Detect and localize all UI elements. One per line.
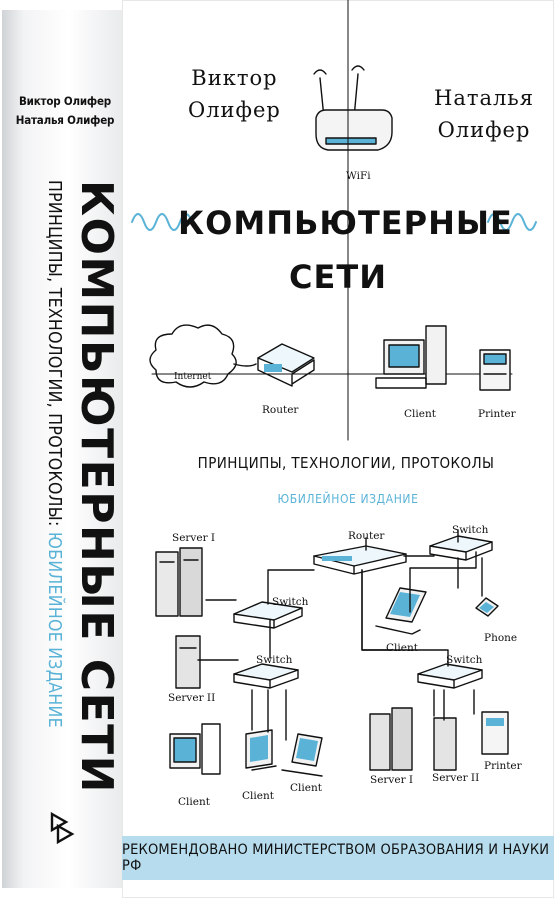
client-computer-icon-3 — [245, 729, 277, 771]
wifi-router-icon — [313, 65, 393, 151]
client-label-laptop: Client — [386, 642, 418, 654]
book-spine: Виктор Олифер Наталья Олифер — [2, 10, 123, 888]
server1-label-bottom: Server I — [370, 774, 414, 786]
cover-author-left: Виктор Олифер — [188, 62, 281, 126]
router-icon — [257, 343, 315, 387]
server-rack-icon-4 — [433, 717, 457, 771]
server-rack-icon-3 — [369, 707, 413, 771]
book-subtitle: ПРИНЦИПЫ, ТЕХНОЛОГИИ, ПРОТОКОЛЫ — [197, 454, 495, 472]
spine-author-2: Наталья Олифер — [15, 113, 115, 127]
phone-label: Phone — [484, 632, 518, 644]
printer-icon-2 — [481, 711, 509, 755]
laptop-icon-2 — [281, 733, 323, 777]
switch-icon-4 — [417, 663, 483, 689]
switch-label-mid-right: Switch — [446, 654, 483, 666]
client-computer-icon — [375, 325, 447, 389]
wave-decoration — [131, 213, 537, 231]
book-title: КОМПЬЮТЕРНЫЕ СЕТИ — [178, 196, 513, 304]
internet-cloud-icon — [149, 324, 237, 388]
switch-label-mid-left: Switch — [256, 654, 293, 666]
author-right-last: Олифер — [437, 118, 531, 142]
spine-author-1: Виктор Олифер — [19, 94, 111, 108]
client-label-bottom-2: Client — [242, 790, 274, 802]
switch-icon-1 — [233, 601, 303, 629]
server-rack-icon — [155, 547, 203, 617]
router-label: Router — [262, 404, 299, 416]
client-computer-icon-2 — [169, 723, 221, 775]
recommendation-band: РЕКОМЕНДОВАНО МИНИСТЕРСТВОМ ОБРАЗОВАНИЯ … — [122, 836, 554, 880]
printer-label: Printer — [478, 408, 516, 420]
server1-label: Server I — [172, 532, 216, 544]
publisher-logo-icon — [50, 811, 75, 845]
server-rack-icon-2 — [175, 635, 201, 689]
book-title-line-1: КОМПЬЮТЕРНЫЕ — [178, 204, 513, 242]
printer-icon — [479, 349, 511, 391]
spine-subtitle-edition: ЮБИЛЕЙНОЕ ИЗДАНИЕ — [44, 531, 64, 728]
author-left-first: Виктор — [191, 66, 278, 90]
server2-label-bottom: Server II — [432, 772, 480, 784]
spine-subtitle-main: ПРИНЦИПЫ, ТЕХНОЛОГИИ, ПРОТОКОЛЫ: — [44, 180, 64, 527]
laptop-icon — [375, 587, 427, 635]
cover-illustration — [131, 0, 537, 777]
spine-title: КОМПЬЮТЕРНЫЕ СЕТИ — [71, 180, 122, 794]
phone-icon — [475, 597, 499, 617]
front-cover: Виктор Олифер Наталья Олифер WiFi Intern… — [122, 0, 554, 898]
switch-icon-3 — [233, 663, 299, 689]
client-label: Client — [404, 408, 436, 420]
author-left-last: Олифер — [188, 98, 281, 122]
router-bottom-icon — [313, 545, 407, 575]
router-bottom-label: Router — [348, 530, 385, 542]
internet-label: Internet — [174, 372, 212, 382]
cover-author-right: Наталья Олифер — [434, 82, 534, 146]
recommendation-text: РЕКОМЕНДОВАНО МИНИСТЕРСТВОМ ОБРАЗОВАНИЯ … — [122, 842, 550, 874]
author-right-first: Наталья — [434, 86, 534, 110]
wifi-label: WiFi — [346, 170, 371, 182]
switch-label-left: Switch — [272, 596, 309, 608]
server2-label: Server II — [168, 692, 216, 704]
spine-rotated-text: КОМПЬЮТЕРНЫЕ СЕТИ ПРИНЦИПЫ, ТЕХНОЛОГИИ, … — [4, 180, 124, 794]
client-label-bottom-3: Client — [290, 782, 322, 794]
spine-authors: Виктор Олифер Наталья Олифер — [12, 92, 118, 130]
switch-icon-2 — [429, 535, 493, 561]
client-label-bottom-1: Client — [178, 796, 210, 808]
spine-subtitle: ПРИНЦИПЫ, ТЕХНОЛОГИИ, ПРОТОКОЛЫ: ЮБИЛЕЙН… — [44, 180, 64, 760]
book-title-line-2: СЕТИ — [289, 258, 387, 296]
printer-label-bottom: Printer — [484, 760, 522, 772]
edition-label: ЮБИЛЕЙНОЕ ИЗДАНИЕ — [277, 492, 419, 506]
switch-label-top-right: Switch — [452, 524, 489, 536]
